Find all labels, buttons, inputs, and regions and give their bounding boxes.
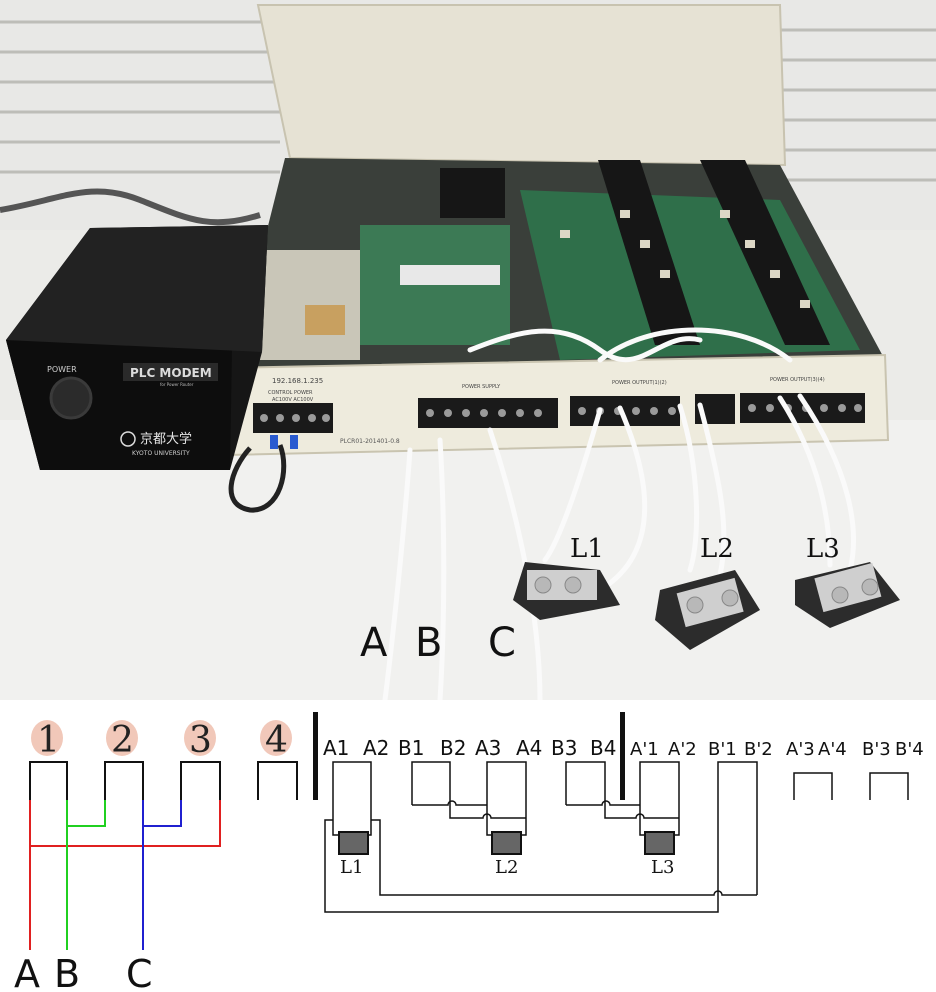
terminal-label-B3: B3 [551,736,577,760]
panel-power-output-2: POWER OUTPUT(3)(4) [770,377,825,383]
separator-2 [620,712,625,800]
panel-control-power: CONTROL POWER [268,390,313,396]
panel-power-supply: POWER SUPPLY [462,384,501,390]
wiring-diagram: 1 2 3 4 A1 A2 B1 B2 A3 A4 B3 B4 A'1 A'2 … [0,700,936,992]
diagram-load-L2 [491,831,522,855]
white-wires [382,327,856,700]
load-L3 [795,562,900,628]
power-button[interactable] [49,376,93,420]
terminal-label-B'3: B'3 [862,739,891,760]
input-number-4: 4 [265,720,288,761]
photo-load-label-2: L2 [700,534,734,564]
load-L2 [655,570,760,650]
terminal-label-A4: A4 [516,736,542,760]
panel-voltage: AC100V AC100V [272,397,314,403]
panel-ip: 192.168.1.235 [272,377,323,385]
diagram-load-L3 [644,831,675,855]
input-number-1: 1 [37,720,60,761]
photo-wire-label-C: C [488,620,516,666]
separator-1 [313,712,318,800]
terminal-label-A1: A1 [323,736,349,760]
terminal-label-A'4: A'4 [818,739,847,760]
input-number-3: 3 [189,720,212,761]
panel-power-output: POWER OUTPUT(1)(2) [612,380,667,386]
terminal-label-B2: B2 [440,736,466,760]
diagram-load-label-2: L2 [495,857,518,878]
diagram-load-L1 [338,831,369,855]
terminal-label-B'1: B'1 [708,739,737,760]
photo-wire-label-B: B [415,620,442,666]
load-L1 [513,562,620,620]
diagram-loads [338,831,675,855]
terminal-label-A'1: A'1 [630,739,659,760]
terminal-label-B'4: B'4 [895,739,924,760]
terminal-label-B1: B1 [398,736,424,760]
output-wiring [324,761,909,913]
terminal-label-A'3: A'3 [786,739,815,760]
case-lid [256,4,787,167]
power-label: POWER [47,365,77,374]
terminal-label-B4: B4 [590,736,616,760]
terminal-label-A'2: A'2 [668,739,697,760]
diagram-wire-label-A: A [14,952,40,992]
panel-serial: PLCR01-201401-0.8 [340,438,400,445]
window-blinds [0,20,936,182]
photo-wire-label-A: A [360,620,388,666]
photo-load-label-1: L1 [570,534,604,564]
input-terminals [29,761,298,800]
device-university: 京都大学 [140,431,192,447]
hardware-photo: 192.168.1.235 CONTROL POWER AC100V AC100… [0,0,936,700]
input-number-2: 2 [111,720,134,761]
colored-wires [29,800,221,950]
university-logo [120,431,136,447]
terminal-label-A3: A3 [475,736,501,760]
device-university-en: KYOTO UNIVERSITY [132,450,190,457]
diagram-wire-label-B: B [54,952,80,992]
device-brand: PLC MODEM [130,366,212,380]
device-brand-sub: for Power Router [160,382,194,387]
terminal-label-A2: A2 [363,736,389,760]
terminal-label-B'2: B'2 [744,739,773,760]
photo-load-label-3: L3 [806,534,840,564]
diagram-load-label-3: L3 [651,857,674,878]
diagram-wire-label-C: C [126,952,153,992]
diagram-load-label-1: L1 [340,857,363,878]
